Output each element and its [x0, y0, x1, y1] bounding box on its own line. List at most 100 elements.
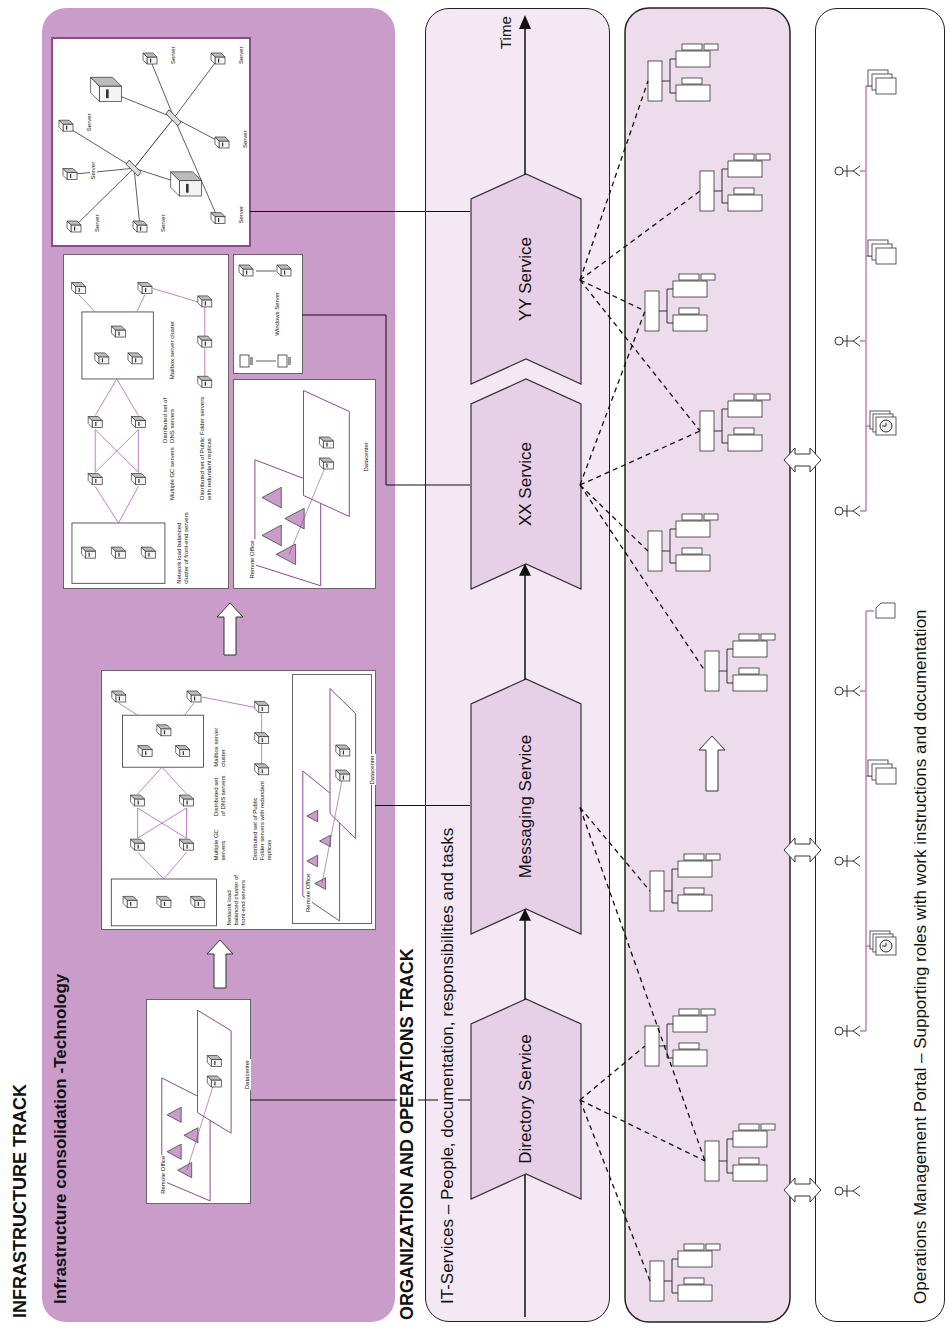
- text-holder: XX Service: [516, 379, 536, 589]
- role-person: [853, 1026, 860, 1031]
- server-diagram: [72, 523, 165, 583]
- server-icon: [340, 749, 350, 756]
- site-map: [289, 464, 326, 554]
- site-map: [167, 1107, 181, 1122]
- server-icon: [186, 184, 189, 193]
- role-person: [853, 506, 860, 511]
- dashed-assignment: [580, 280, 645, 311]
- server-icon: [207, 1056, 221, 1060]
- org-chart: [719, 671, 727, 672]
- server-icon: [63, 124, 73, 131]
- service-chevron: XX Service: [471, 379, 581, 589]
- hollow-arrow: [699, 736, 725, 791]
- hollow-arrow: [217, 603, 243, 655]
- org-chart: [667, 323, 673, 324]
- server-diagram: [72, 289, 205, 584]
- server-icon: [67, 221, 81, 225]
- text-holder: Mailbox server cluster: [211, 713, 229, 768]
- server-icon: [215, 57, 225, 64]
- portal-links: [865, 611, 866, 1031]
- org-chart: [682, 548, 702, 554]
- org-chart: [728, 161, 762, 177]
- server-diagram: [185, 703, 194, 715]
- dashed-assignment: [580, 485, 648, 551]
- server-icon: [186, 801, 187, 805]
- chevron-shape: [471, 999, 581, 1199]
- server-icon: [195, 900, 205, 907]
- caption-text: Mailbox server cluster: [213, 713, 227, 768]
- role-person: [843, 691, 853, 692]
- org-chart: [676, 51, 710, 67]
- server-diagram: [95, 379, 117, 416]
- caption-text: Server: [242, 129, 249, 149]
- server-icon: [284, 271, 285, 275]
- org-chart: [684, 1278, 704, 1284]
- server-icon: [326, 464, 327, 468]
- server-icon: [92, 421, 102, 428]
- role-person: [847, 505, 848, 517]
- server-diagram: [95, 486, 118, 523]
- text-holder: Distributed set of Public Folder servers…: [197, 394, 215, 501]
- org-chart: [733, 641, 767, 657]
- server-icon: [131, 839, 145, 850]
- org-chart: [682, 44, 702, 50]
- server-icon: [336, 745, 350, 756]
- caption-text: Server: [238, 45, 245, 65]
- site-map: [304, 391, 350, 517]
- time-axis: [519, 15, 531, 29]
- dashed-assignment: [580, 81, 705, 1281]
- server-icon: [214, 1061, 215, 1065]
- server-icon: [138, 801, 139, 805]
- server-icon: [262, 738, 263, 742]
- server-icon: [239, 265, 253, 276]
- server-icon: [76, 287, 86, 294]
- server-icon: [319, 458, 333, 462]
- text-holder: Server: [229, 205, 247, 225]
- text-holder: Network load balanced cluster of front-e…: [226, 869, 249, 926]
- caption-text: Distributed set of DNS servers: [213, 773, 227, 817]
- org-chart: [648, 61, 662, 101]
- org-chart: [679, 1043, 699, 1049]
- server-icon: [207, 1076, 221, 1080]
- text-holder: Time: [497, 16, 514, 49]
- document-clock: [882, 946, 886, 947]
- dashed-assignment: [580, 280, 700, 431]
- server-icon: [128, 353, 142, 364]
- server-icon: [89, 553, 90, 557]
- portal-band: Operations Management Portal – Supportin…: [815, 8, 945, 1322]
- role-person: [835, 1187, 843, 1195]
- text-holder: Operations Management Portal – Supportin…: [911, 608, 931, 1305]
- role-person: [847, 1025, 848, 1037]
- site-map: [285, 508, 304, 529]
- server-icon: [112, 691, 126, 702]
- heading-text: Operations Management Portal – Supportin…: [911, 608, 931, 1305]
- server-icon: [198, 376, 212, 380]
- portal-links: [860, 690, 866, 691]
- chevron-shape: [471, 679, 581, 934]
- server-icon: [72, 283, 86, 294]
- org-chart: [684, 1244, 704, 1250]
- role-person: [853, 171, 860, 176]
- workstation-icon: [240, 355, 253, 367]
- server-icon: [171, 172, 202, 196]
- role-person: [847, 165, 848, 177]
- role-person: [847, 1185, 848, 1197]
- org-chart: [728, 435, 762, 451]
- server-icon: [222, 143, 223, 147]
- server-icon: [157, 896, 171, 907]
- role-person: [835, 165, 860, 177]
- service-chevron: Messaging Service: [471, 679, 581, 934]
- server-network: [74, 168, 134, 227]
- server-icon: [67, 173, 77, 180]
- org-chart: [700, 411, 714, 451]
- text-holder: Datacenter: [360, 754, 378, 785]
- server-icon: [131, 795, 145, 806]
- server-diagram: [123, 715, 204, 767]
- org-chart: [722, 409, 723, 443]
- role-person: [853, 861, 860, 866]
- org-chart: [756, 154, 770, 160]
- heading-text: INFRASTRUCTURE TRACK: [10, 1083, 31, 1319]
- server-icon: [63, 169, 77, 180]
- server-icon: [133, 221, 147, 232]
